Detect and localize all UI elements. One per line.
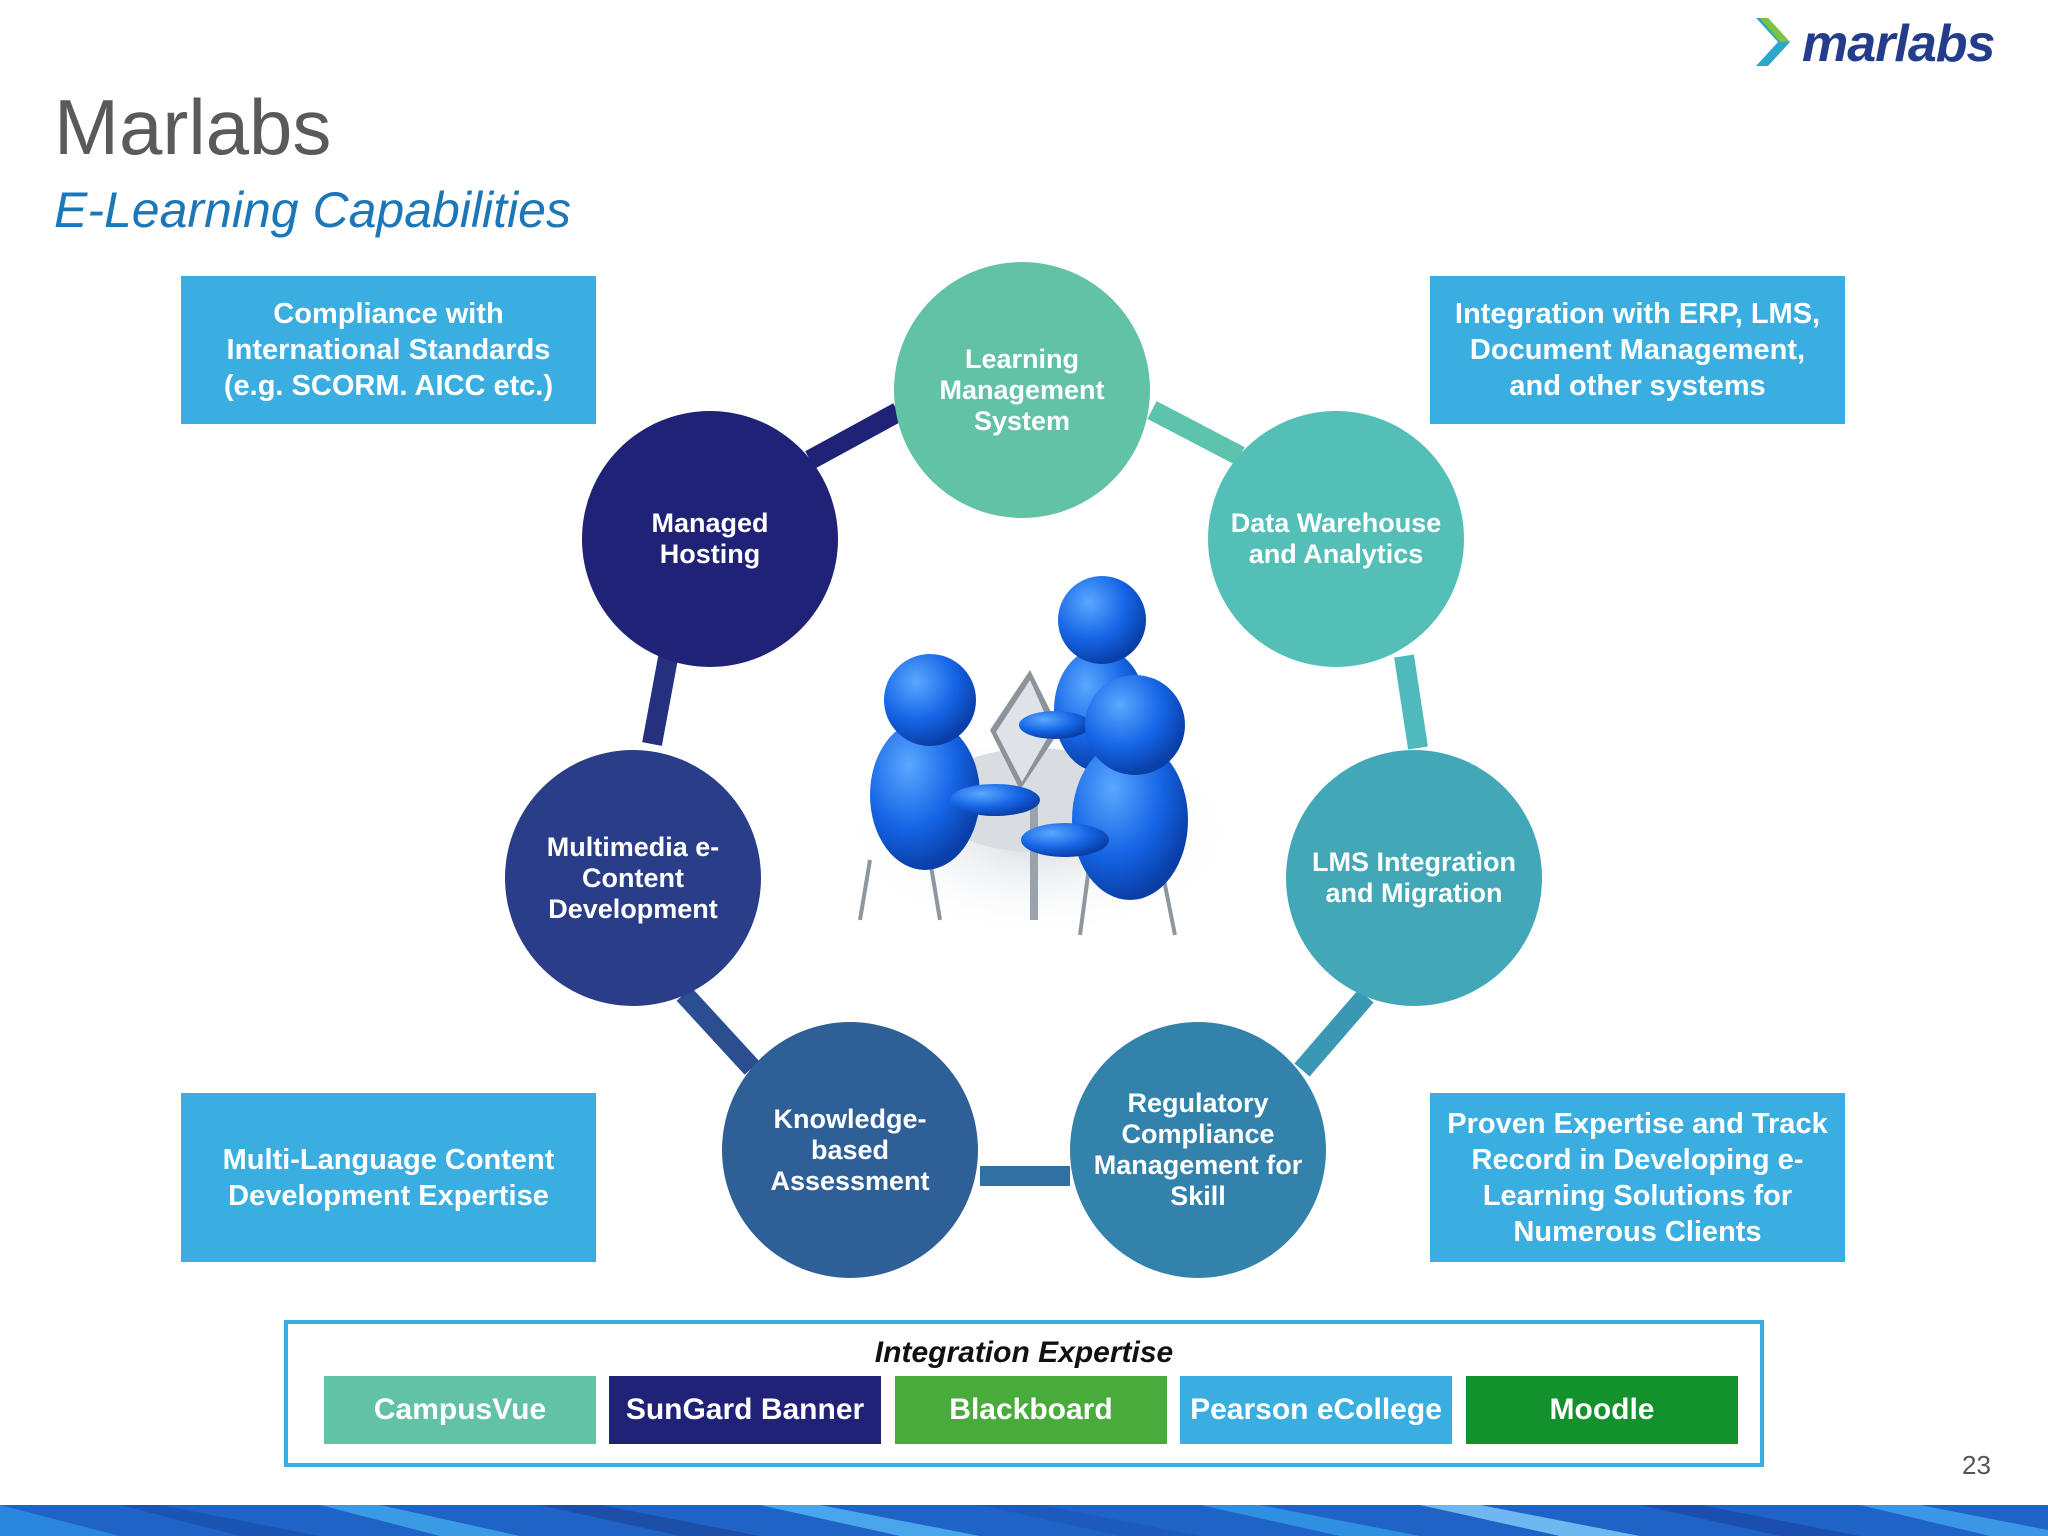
box-compliance-standards: Compliance with International Standards … — [181, 276, 596, 424]
box-proven-expertise: Proven Expertise and Track Record in Dev… — [1430, 1093, 1845, 1262]
capability-label: LMS Integration and Migration — [1312, 847, 1516, 908]
capability-regulatory-compliance: Regulatory Compliance Management for Ski… — [1070, 1022, 1326, 1278]
connector-multimedia-to-hosting — [642, 656, 678, 746]
connector-hosting-to-lms — [805, 403, 903, 469]
integration-chip-moodle: Moodle — [1466, 1376, 1738, 1444]
box-integration-erp: Integration with ERP, LMS, Document Mana… — [1430, 276, 1845, 424]
integration-expertise-panel: Integration Expertise CampusVue SunGard … — [284, 1320, 1764, 1467]
marlabs-logo: marlabs — [1754, 14, 1995, 74]
integration-chip-sungard-banner: SunGard Banner — [609, 1376, 881, 1444]
logo-text: marlabs — [1802, 15, 1995, 73]
integration-chip-campusvue: CampusVue — [324, 1376, 596, 1444]
integration-chip-pearson-ecollege: Pearson eCollege — [1180, 1376, 1452, 1444]
capability-managed-hosting: Managed Hosting — [582, 411, 838, 667]
footer-pattern — [0, 1505, 2048, 1536]
page-number: 23 — [1962, 1450, 1991, 1480]
capability-multimedia-content: Multimedia e-Content Development — [505, 750, 761, 1006]
team-meeting-illustration — [840, 576, 1240, 940]
integration-title: Integration Expertise — [874, 1336, 1174, 1369]
capability-label: Knowledge-based Assessment — [770, 1103, 930, 1196]
connector-dw-to-lmsint — [1394, 654, 1428, 750]
capability-label: Managed Hosting — [651, 508, 769, 569]
capability-knowledge-assessment: Knowledge-based Assessment — [722, 1022, 978, 1278]
box-multi-language: Multi-Language Content Development Exper… — [181, 1093, 596, 1262]
capability-label: Learning Management System — [939, 343, 1105, 436]
page-subtitle: E-Learning Capabilities — [54, 182, 571, 238]
capability-label: Regulatory Compliance Management for Ski… — [1093, 1088, 1303, 1211]
capability-data-warehouse: Data Warehouse and Analytics — [1208, 411, 1464, 667]
integration-chip-blackboard: Blackboard — [895, 1376, 1167, 1444]
page-title: Marlabs — [54, 83, 332, 171]
capability-label: Data Warehouse and Analytics — [1230, 508, 1442, 569]
connector-lms-to-dw — [1147, 401, 1245, 465]
capability-learning-management-system: Learning Management System — [894, 262, 1150, 518]
connector-lmsint-to-regulatory — [1294, 989, 1374, 1077]
capability-label: Multimedia e-Content Development — [546, 831, 720, 924]
marlabs-chevron-icon — [1756, 18, 1790, 66]
connector-knowledge-to-multimedia — [676, 987, 760, 1075]
capability-lms-integration: LMS Integration and Migration — [1286, 750, 1542, 1006]
